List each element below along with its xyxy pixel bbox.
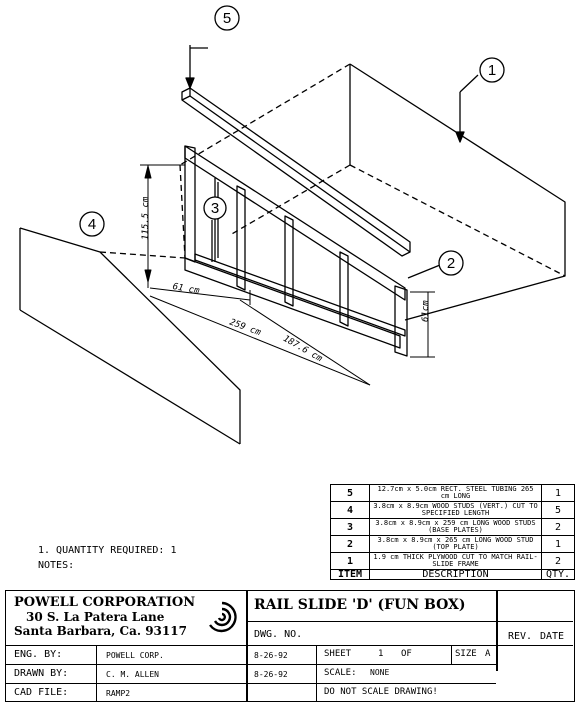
sheet-label: SHEET bbox=[324, 649, 352, 659]
bom-qty: 2 bbox=[541, 552, 575, 570]
callout-circle-3 bbox=[203, 196, 227, 220]
callout-label-4: 4 bbox=[88, 216, 96, 233]
bom-description: 3.8cm x 8.9cm x 259 cm LONG WOOD STUDS (… bbox=[369, 518, 542, 536]
callout-label-2: 2 bbox=[447, 255, 455, 272]
dim-end-height-label: 61cm bbox=[421, 300, 431, 322]
bom-description: 3.8cm x 8.9cm WOOD STUDS (VERT.) CUT TO … bbox=[369, 501, 542, 519]
title-block: POWELL CORPORATION 30 S. La Patera Lane … bbox=[5, 590, 575, 702]
wood-frame bbox=[184, 145, 408, 357]
company-name: POWELL CORPORATION bbox=[14, 595, 196, 610]
dim-height-label: 115.5 cm bbox=[141, 196, 151, 240]
callout-label-5: 5 bbox=[223, 10, 231, 27]
bom-qty: 1 bbox=[541, 535, 575, 553]
steel-rail bbox=[181, 45, 411, 257]
cad-file-value: RAMP2 bbox=[106, 689, 131, 698]
bom-description: 3.8cm x 8.9cm x 265 cm LONG WOOD STUD (T… bbox=[369, 535, 542, 553]
callout-circle-5 bbox=[214, 5, 240, 31]
of-label: OF bbox=[401, 649, 412, 659]
dimension-lines bbox=[140, 164, 435, 386]
company-logo-icon bbox=[209, 601, 237, 633]
drawing-title: RAIL SLIDE 'D' (FUN BOX) bbox=[254, 597, 466, 613]
date-label: DATE bbox=[540, 631, 565, 642]
rev-label: REV. bbox=[508, 631, 533, 642]
do-not-scale-warning: DO NOT SCALE DRAWING! bbox=[324, 687, 438, 697]
company-address-2: Santa Barbara, Ca. 93117 bbox=[14, 624, 187, 638]
bom-qty: 5 bbox=[541, 501, 575, 519]
size-label: SIZE bbox=[455, 649, 477, 659]
scale-value: NONE bbox=[370, 668, 390, 677]
bom-item-number: 4 bbox=[330, 501, 370, 519]
dim-length-partial-label: 187.6 cm bbox=[281, 334, 324, 365]
company-address-1: 30 S. La Patera Lane bbox=[26, 610, 165, 624]
dim-length-total-label: 259 cm bbox=[228, 318, 263, 339]
callout-circle-4 bbox=[79, 211, 105, 237]
bom-item-number: 5 bbox=[330, 484, 370, 502]
bom-header-description: DESCRIPTION bbox=[369, 569, 542, 580]
bom-item-number: 1 bbox=[330, 552, 370, 570]
cad-file-label: CAD FILE: bbox=[14, 687, 69, 698]
callout-label-3: 3 bbox=[211, 200, 219, 217]
eng-by-label: ENG. BY: bbox=[14, 649, 63, 660]
callout-circle-2 bbox=[438, 250, 464, 276]
notes-heading: NOTES: bbox=[38, 560, 75, 571]
dim-width-label: 61 cm bbox=[172, 282, 201, 297]
drawn-by-date: 8-26-92 bbox=[254, 670, 288, 679]
eng-by-date: 8-26-92 bbox=[254, 651, 288, 660]
drawn-by-value: C. M. ALLEN bbox=[106, 670, 159, 679]
scale-label: SCALE: bbox=[324, 668, 357, 678]
callout-circle-1 bbox=[479, 57, 505, 83]
size-value: A bbox=[485, 649, 491, 659]
bom-qty: 2 bbox=[541, 518, 575, 536]
sheet-value: 1 bbox=[378, 649, 384, 659]
callout-label-1: 1 bbox=[488, 62, 496, 79]
drawn-by-label: DRAWN BY: bbox=[14, 668, 69, 679]
dwg-no-label: DWG. NO. bbox=[254, 629, 303, 640]
bom-header-qty: QTY. bbox=[541, 569, 575, 580]
bom-description: 12.7cm x 5.0cm RECT. STEEL TUBING 265 cm… bbox=[369, 484, 542, 502]
bom-header-item: ITEM bbox=[330, 569, 370, 580]
callout-leaders bbox=[190, 47, 479, 279]
bom-item-number: 3 bbox=[330, 518, 370, 536]
plywood-panel-front bbox=[19, 227, 241, 445]
notes-quantity: 1. QUANTITY REQUIRED: 1 bbox=[38, 545, 177, 556]
eng-by-value: POWELL CORP. bbox=[106, 651, 164, 660]
bom-item-number: 2 bbox=[330, 535, 370, 553]
bom-description: 1.9 cm THICK PLYWOOD CUT TO MATCH RAIL-S… bbox=[369, 552, 542, 570]
bom-qty: 1 bbox=[541, 484, 575, 502]
